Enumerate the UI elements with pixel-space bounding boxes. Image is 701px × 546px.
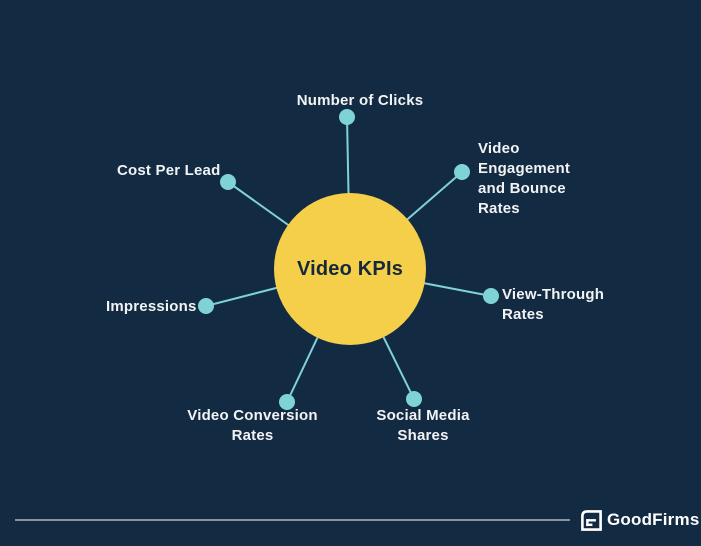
hub-label: Video KPIs [296,257,404,280]
kpi-label-impressions: Impressions [106,298,197,315]
hub-circle [274,193,426,345]
footer-divider [15,519,570,521]
spoke-dot-impressions [198,298,214,314]
spoke-dot-video-engagement [454,164,470,180]
spoke-dot-social-media [406,391,422,407]
kpi-label-video-engagement-and-bounce-rates: Video Engagement and Bounce Rates [478,140,571,217]
kpi-label-view-through-rates: View-Through Rates [502,286,605,323]
spoke-dot-cost-per-lead [220,174,236,190]
spoke-dot-number-of-clicks [339,109,355,125]
goodfirms-logo-icon [581,509,602,531]
kpi-label-number-of-clicks: Number of Clicks [296,92,424,109]
kpi-label-cost-per-lead: Cost Per Lead [117,162,221,179]
kpi-label-video-conversion-rates: Video Conversion Rates [187,407,318,444]
spoke-dots [198,109,499,410]
kpi-label-social-media-shares: Social Media Shares [376,407,470,444]
goodfirms-logo: GoodFirms [581,506,699,534]
goodfirms-logo-text: GoodFirms [607,510,700,529]
spoke-dot-view-through [483,288,499,304]
spoke-dot-video-conversion [279,394,295,410]
